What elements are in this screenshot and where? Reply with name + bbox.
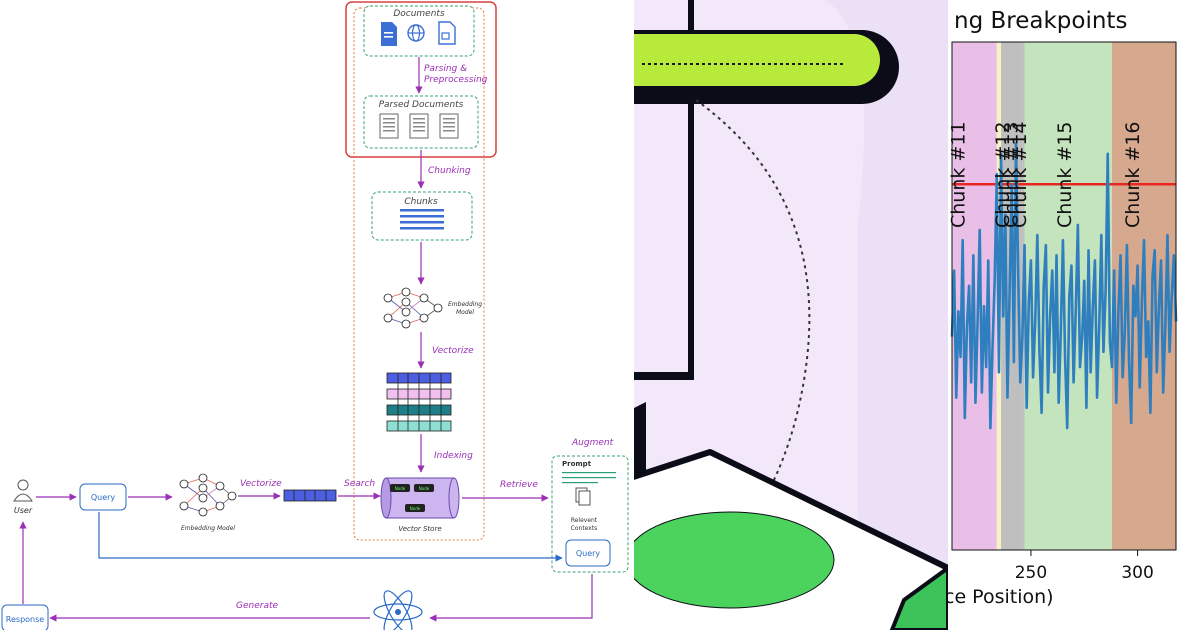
background-curve — [824, 0, 948, 630]
x-tick-label: 300 — [1121, 563, 1153, 583]
response-box — [1, 604, 49, 630]
pdf-file-icon — [438, 21, 456, 45]
parsed-documents-label: Parsed Documents — [379, 100, 464, 110]
vector-store-icon — [380, 477, 460, 519]
embedding-top-label2: Model — [456, 309, 474, 316]
query-box-2 — [565, 539, 611, 567]
chunks-lines-icon — [400, 209, 444, 230]
chunk-label: Chunk #12 — [992, 121, 1014, 228]
retrieve-label: Retrieve — [500, 480, 538, 490]
abstract-illustration — [634, 0, 948, 630]
distance-series-line — [950, 142, 1178, 430]
node-label-1: Node — [395, 486, 406, 491]
illustration-panel — [634, 0, 948, 630]
prompt-label: Prompt — [562, 460, 592, 468]
response-label: Response — [6, 615, 45, 624]
contexts-documents-icon — [575, 487, 591, 506]
llm-atom-icon — [373, 590, 423, 630]
x-tick-label: 250 — [1015, 563, 1047, 583]
x-axis-ticks: 250 300 — [1015, 550, 1154, 583]
node-label-2: Node — [419, 486, 430, 491]
chunk-label: Chunk #16 — [1122, 121, 1144, 228]
frame-beam — [634, 372, 694, 380]
embedding-top-label: Embedding — [448, 301, 482, 308]
green-pill-bar — [634, 30, 899, 104]
chunk-label: Chunk #15 — [1054, 121, 1076, 228]
user-icon — [13, 479, 33, 502]
neural-network-icon-bottom — [179, 473, 237, 517]
chunk-label: Chunk #13 — [1001, 121, 1023, 228]
vector-store-label: Vector Store — [398, 525, 441, 533]
generate-label: Generate — [236, 601, 278, 611]
user-label: User — [14, 506, 33, 515]
preprocessing-label: Preprocessing — [424, 75, 488, 85]
vectorize-top-label: Vectorize — [432, 346, 474, 356]
vector-stack-icon — [386, 372, 452, 432]
chunking-label: Chunking — [428, 166, 471, 176]
contexts-label: Contexts — [571, 525, 598, 532]
chunks-label: Chunks — [404, 197, 438, 207]
frame-post — [688, 0, 694, 378]
chunk-label: Chunk #11 — [948, 121, 969, 228]
plot-frame — [951, 41, 1177, 551]
query-vector-icon — [283, 489, 337, 502]
query-direct-arrow — [98, 512, 563, 562]
augment-label: Augment — [571, 438, 614, 448]
neural-network-icon-top — [383, 287, 443, 329]
embedding-model-label: Embedding Model — [181, 525, 235, 532]
parsed-document-icons — [379, 113, 459, 139]
search-label: Search — [344, 479, 375, 489]
rag-diagram: Documents Parsing & Preprocessing Parsed… — [1, 1, 629, 630]
x-axis-label: ce Position) — [948, 586, 1054, 608]
globe-icon — [407, 24, 425, 42]
documents-label: Documents — [393, 9, 445, 19]
query2-label: Query — [576, 549, 601, 558]
parsing-label: Parsing & — [424, 64, 467, 74]
document-file-icon — [381, 22, 397, 46]
vectorize-bottom-label: Vectorize — [240, 479, 282, 489]
chart-title: ng Breakpoints — [954, 8, 1128, 34]
chunk-label: Chunk #14 — [1009, 121, 1031, 228]
prompt-lines-icon — [562, 472, 616, 484]
augment-to-llm-arrow — [429, 574, 593, 622]
platform-block — [634, 449, 948, 630]
indexing-label: Indexing — [434, 451, 473, 461]
node-label-3: Node — [410, 506, 421, 511]
query-box — [79, 483, 127, 511]
relevent-label: Relevent — [571, 517, 598, 524]
query-label: Query — [91, 493, 116, 502]
rag-diagram-panel: Documents Parsing & Preprocessing Parsed… — [1, 1, 629, 630]
